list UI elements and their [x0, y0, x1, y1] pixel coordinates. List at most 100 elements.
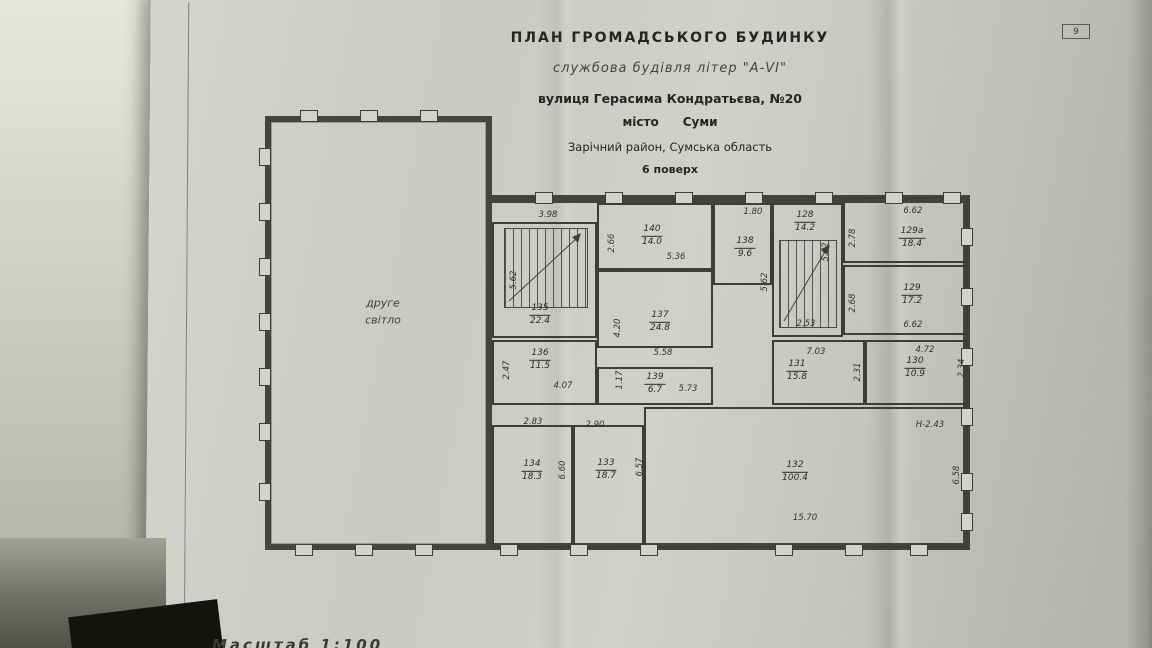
- room-area: 18.4: [901, 238, 923, 249]
- room-area: 14.2: [794, 222, 816, 233]
- room-130: [865, 340, 968, 405]
- plan-title: ПЛАН ГРОМАДСЬКОГО БУДИНКУ: [510, 30, 830, 46]
- dimension-label: 3.98: [538, 210, 558, 220]
- wall-pier: [961, 473, 973, 491]
- wall-pier: [355, 544, 373, 556]
- dimension-label: 4.72: [915, 345, 935, 355]
- room-number: 135: [529, 303, 551, 316]
- room-second-light: [265, 116, 492, 550]
- room-133: [573, 425, 644, 548]
- wall-pier: [745, 192, 763, 204]
- second-light-label-line2: світло: [365, 313, 401, 326]
- stair-direction-arrow: [508, 233, 581, 302]
- dimension-label: 2.78: [848, 228, 858, 248]
- dimension-label: 4.07: [553, 381, 573, 391]
- room-137: [597, 270, 713, 348]
- dimension-label: 2.47: [502, 360, 512, 380]
- dimension-label: 6.62: [903, 320, 923, 330]
- dimension-label: Н-2.43: [915, 420, 945, 430]
- dimension-label: 2.68: [848, 293, 858, 313]
- paper-fold-right: [868, 0, 914, 648]
- dimension-label: 15.70: [792, 513, 818, 523]
- wall-pier: [295, 544, 313, 556]
- wall-pier: [259, 313, 271, 331]
- room-number: 137: [649, 310, 671, 323]
- room-number: 140: [641, 224, 663, 237]
- city-line: місто Суми: [468, 115, 872, 129]
- room-number: 133: [595, 458, 617, 471]
- wall-pier: [259, 368, 271, 386]
- stairs-flight: [504, 228, 588, 308]
- stairs-flight: [779, 240, 837, 328]
- room-number: 129: [901, 283, 923, 296]
- wall-pier: [775, 544, 793, 556]
- dimension-label: 1.17: [615, 370, 625, 390]
- room-135: [492, 222, 597, 338]
- wall-pier: [961, 513, 973, 531]
- dimension-label: 2.34: [957, 358, 967, 378]
- dimension-label: 5.62: [760, 272, 770, 292]
- street-address-line: вулиця Герасима Кондратьєва, №20: [538, 91, 802, 106]
- room-area: 24.8: [649, 322, 671, 333]
- wall-pier: [259, 423, 271, 441]
- room-139: [597, 367, 713, 405]
- wall-pier: [259, 203, 271, 221]
- dimension-label: 2.66: [607, 233, 617, 253]
- room-area: 10.9: [904, 368, 926, 379]
- room-area: 11.5: [529, 360, 551, 371]
- building-type-line: службова будівля літер "А-VI": [553, 61, 787, 76]
- city-value: Суми: [682, 115, 718, 129]
- district-line: Зарічний район, Сумська область: [567, 140, 773, 154]
- dimension-label: 5.58: [653, 348, 673, 358]
- wall-pier: [961, 228, 973, 246]
- room-area: 6.7: [647, 384, 663, 395]
- dimension-label: 2.31: [853, 362, 863, 382]
- wall-pier: [360, 110, 378, 122]
- wall-pier: [961, 288, 973, 306]
- dimension-label: 6.57: [635, 457, 645, 477]
- stair-direction-arrow: [783, 245, 830, 322]
- room-area: 9.6: [737, 248, 753, 259]
- wall-pier: [570, 544, 588, 556]
- wall-pier: [605, 192, 623, 204]
- room-number: 139: [644, 372, 666, 385]
- title-block: ПЛАН ГРОМАДСЬКОГО БУДИНКУ службова будів…: [468, 30, 872, 176]
- room-number: 130: [904, 356, 926, 369]
- room-area: 14.0: [641, 236, 663, 247]
- room-number: 128: [794, 210, 816, 223]
- room-number: 134: [521, 459, 543, 472]
- dimension-label: 2.53: [796, 319, 816, 329]
- room-134: [492, 425, 573, 548]
- room-area: 100.4: [782, 472, 808, 483]
- dimension-label: 6.58: [952, 465, 962, 485]
- room-number: 131: [786, 359, 808, 372]
- room-area: 18.3: [521, 471, 543, 482]
- wall-pier: [500, 544, 518, 556]
- room-number: 136: [529, 348, 551, 361]
- room-number: 138: [734, 236, 756, 249]
- room-number: 129а: [898, 226, 926, 239]
- dimension-label: 5.62: [821, 242, 831, 262]
- wall-pier: [640, 544, 658, 556]
- floor-line: 6 поверх: [641, 163, 699, 176]
- wall-pier: [535, 192, 553, 204]
- dimension-label: 5.36: [666, 252, 686, 262]
- wall-pier: [943, 192, 961, 204]
- dimension-label: 6.60: [558, 460, 568, 480]
- wall-pier: [675, 192, 693, 204]
- paper-fold-left: [538, 0, 576, 648]
- city-label: місто: [622, 115, 659, 129]
- wall-pier: [415, 544, 433, 556]
- wall-pier: [815, 192, 833, 204]
